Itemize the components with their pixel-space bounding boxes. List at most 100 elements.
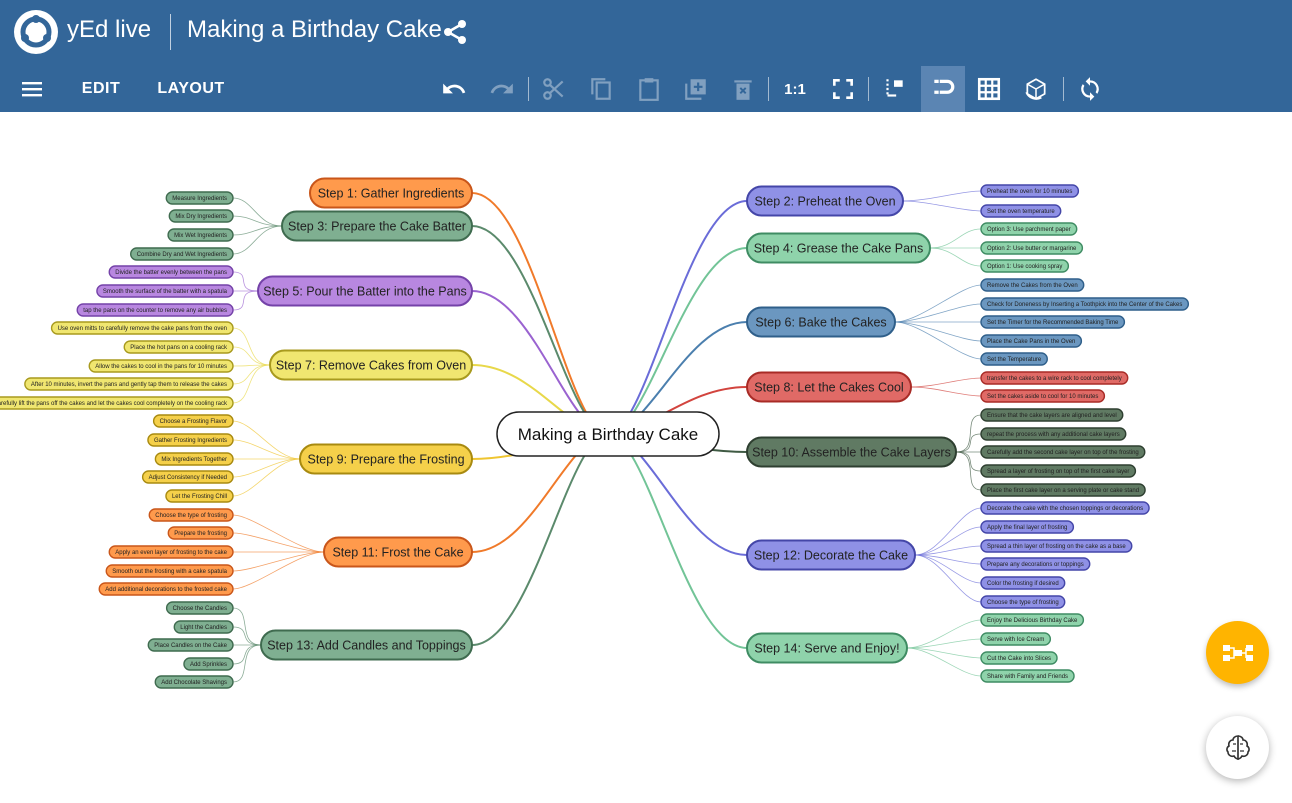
child-node[interactable]: Let the Frosting Chill xyxy=(165,489,234,503)
child-node[interactable]: Adjust Consistency if Needed xyxy=(141,470,234,484)
snapping-toggle[interactable] xyxy=(921,66,965,112)
child-node[interactable]: Carefully lift the pans off the cakes an… xyxy=(0,396,234,410)
child-node[interactable]: Carefully add the second cake layer on t… xyxy=(980,445,1146,459)
delete-button[interactable] xyxy=(723,66,763,112)
child-node[interactable]: Choose a Frosting Flavor xyxy=(152,414,234,428)
child-edge xyxy=(232,215,283,227)
child-node[interactable]: Set the Timer for the Recommended Baking… xyxy=(980,315,1126,329)
child-node[interactable]: tap the pans on the counter to remove an… xyxy=(76,303,234,317)
branch-node-s3[interactable]: Step 3: Prepare the Cake Batter xyxy=(281,210,473,242)
child-node[interactable]: Cut the Cake into Slices xyxy=(980,651,1058,665)
yed-logo-icon[interactable] xyxy=(14,10,58,54)
branch-node-s10[interactable]: Step 10: Assemble the Cake Layers xyxy=(746,436,957,468)
branch-node-s11[interactable]: Step 11: Frost the Cake xyxy=(323,536,473,568)
child-node[interactable]: Use oven mitts to carefully remove the c… xyxy=(50,321,234,335)
child-node[interactable]: Remove the Cakes from the Oven xyxy=(980,278,1085,292)
child-node[interactable]: Apply an even layer of frosting to the c… xyxy=(108,545,234,559)
child-edge xyxy=(894,321,982,360)
child-node[interactable]: Choose the type of frosting xyxy=(148,508,234,522)
branch-node-s13[interactable]: Step 13: Add Candles and Toppings xyxy=(260,629,473,661)
layout-menu-button[interactable]: LAYOUT xyxy=(152,66,230,112)
child-node[interactable]: Combine Dry and Wet Ingredients xyxy=(130,247,234,261)
child-node[interactable]: Option 3: Use parchment paper xyxy=(980,222,1078,236)
reset-layout-button[interactable] xyxy=(1070,66,1110,112)
edit-menu-button[interactable]: EDIT xyxy=(78,66,124,112)
child-node[interactable]: Preheat the oven for 10 minutes xyxy=(980,184,1080,198)
redo-button[interactable] xyxy=(482,66,522,112)
child-node[interactable]: transfer the cakes to a wire rack to coo… xyxy=(980,371,1129,385)
child-node[interactable]: Add Chocolate Shavings xyxy=(154,675,234,689)
branch-label: Step 10: Assemble the Cake Layers xyxy=(752,446,951,460)
child-node[interactable]: Serve with Ice Cream xyxy=(980,632,1052,646)
branch-node-s14[interactable]: Step 14: Serve and Enjoy! xyxy=(746,632,908,664)
child-node[interactable]: Option 1: Use cooking spray xyxy=(980,259,1070,273)
branch-node-s8[interactable]: Step 8: Let the Cakes Cool xyxy=(746,371,912,403)
duplicate-button[interactable] xyxy=(676,66,716,112)
branch-node-s7[interactable]: Step 7: Remove Cakes from Oven xyxy=(269,349,473,381)
port-candidates-button[interactable] xyxy=(874,66,914,112)
child-node[interactable]: Add Sprinkles xyxy=(183,657,234,671)
menu-icon[interactable] xyxy=(12,66,52,112)
root-node[interactable]: Making a Birthday Cake xyxy=(496,411,720,457)
child-node[interactable]: Spread a thin layer of frosting on the c… xyxy=(980,539,1133,553)
branch-shape xyxy=(269,349,473,381)
child-node[interactable]: Set the cakes aside to cool for 10 minut… xyxy=(980,389,1106,403)
orthogonal-edges-button[interactable] xyxy=(1016,66,1056,112)
child-node[interactable]: Prepare the frosting xyxy=(167,526,234,540)
branch-node-s12[interactable]: Step 12: Decorate the Cake xyxy=(746,539,916,571)
child-node[interactable]: Smooth the surface of the batter with a … xyxy=(96,284,234,298)
child-node[interactable]: Spread a layer of frosting on top of the… xyxy=(980,464,1137,478)
child-node[interactable]: Color the frosting if desired xyxy=(980,576,1066,590)
child-node[interactable]: Apply the final layer of frosting xyxy=(980,520,1075,534)
child-node[interactable]: Measure Ingredients xyxy=(165,191,234,205)
child-node[interactable]: Mix Wet Ingredients xyxy=(167,228,234,242)
grid-toggle[interactable] xyxy=(969,66,1009,112)
child-node[interactable]: Add additional decorations to the froste… xyxy=(98,582,234,596)
branch-node-s4[interactable]: Step 4: Grease the Cake Pans xyxy=(746,232,931,264)
fit-content-button[interactable] xyxy=(823,66,863,112)
child-node[interactable]: Choose the Candles xyxy=(165,601,234,615)
child-node[interactable]: Light the Candles xyxy=(173,620,234,634)
toolbar-separator xyxy=(1063,77,1064,101)
copy-button[interactable] xyxy=(581,66,621,112)
child-node[interactable]: Gather Frosting Ingredients xyxy=(147,433,234,447)
branch-node-s5[interactable]: Step 5: Pour the Batter into the Pans xyxy=(257,275,473,307)
child-node[interactable]: Option 2: Use butter or margarine xyxy=(980,241,1084,255)
child-node[interactable]: repeat the process with any additional c… xyxy=(980,427,1127,441)
child-node[interactable]: Place the first cake layer on a serving … xyxy=(980,483,1146,497)
child-node[interactable]: After 10 minutes, invert the pans and ge… xyxy=(24,377,234,391)
child-node[interactable]: Share with Family and Friends xyxy=(980,669,1075,683)
ai-assistant-button[interactable] xyxy=(1206,716,1269,779)
child-node[interactable]: Check for Doneness by Inserting a Toothp… xyxy=(980,297,1190,311)
branch-node-s1[interactable]: Step 1: Gather Ingredients xyxy=(309,177,473,209)
child-node[interactable]: Mix Ingredients Together xyxy=(154,452,234,466)
layout-fab-button[interactable] xyxy=(1206,621,1269,684)
child-node[interactable]: Ensure that the cake layers are aligned … xyxy=(980,408,1124,422)
document-title[interactable]: Making a Birthday Cake xyxy=(187,16,442,43)
child-node[interactable]: Decorate the cake with the chosen toppin… xyxy=(980,501,1150,515)
child-node[interactable]: Mix Dry Ingredients xyxy=(168,209,234,223)
undo-button[interactable] xyxy=(434,66,474,112)
child-shape xyxy=(98,582,234,596)
child-node[interactable]: Place the Cake Pans in the Oven xyxy=(980,334,1083,348)
paste-button[interactable] xyxy=(629,66,669,112)
child-node[interactable]: Place Candles on the Cake xyxy=(147,638,234,652)
child-node[interactable]: Smooth out the frosting with a cake spat… xyxy=(105,564,234,578)
cut-button[interactable] xyxy=(534,66,574,112)
child-node[interactable]: Divide the batter evenly between the pan… xyxy=(108,265,234,279)
child-node[interactable]: Set the Temperature xyxy=(980,352,1048,366)
child-node[interactable]: Choose the type of frosting xyxy=(980,595,1066,609)
child-node[interactable]: Prepare any decorations or toppings xyxy=(980,557,1091,571)
branch-node-s2[interactable]: Step 2: Preheat the Oven xyxy=(746,185,904,217)
child-node[interactable]: Enjoy the Delicious Birthday Cake xyxy=(980,613,1085,627)
child-node[interactable]: Allow the cakes to cool in the pans for … xyxy=(88,359,234,373)
child-node[interactable]: Set the oven temperature xyxy=(980,204,1062,218)
share-icon[interactable] xyxy=(441,18,469,46)
zoom-original-button[interactable]: 1:1 xyxy=(775,66,815,112)
branch-node-s9[interactable]: Step 9: Prepare the Frosting xyxy=(299,443,473,475)
branch-node-s6[interactable]: Step 6: Bake the Cakes xyxy=(746,306,896,338)
child-node[interactable]: Place the hot pans on a cooling rack xyxy=(123,340,234,354)
